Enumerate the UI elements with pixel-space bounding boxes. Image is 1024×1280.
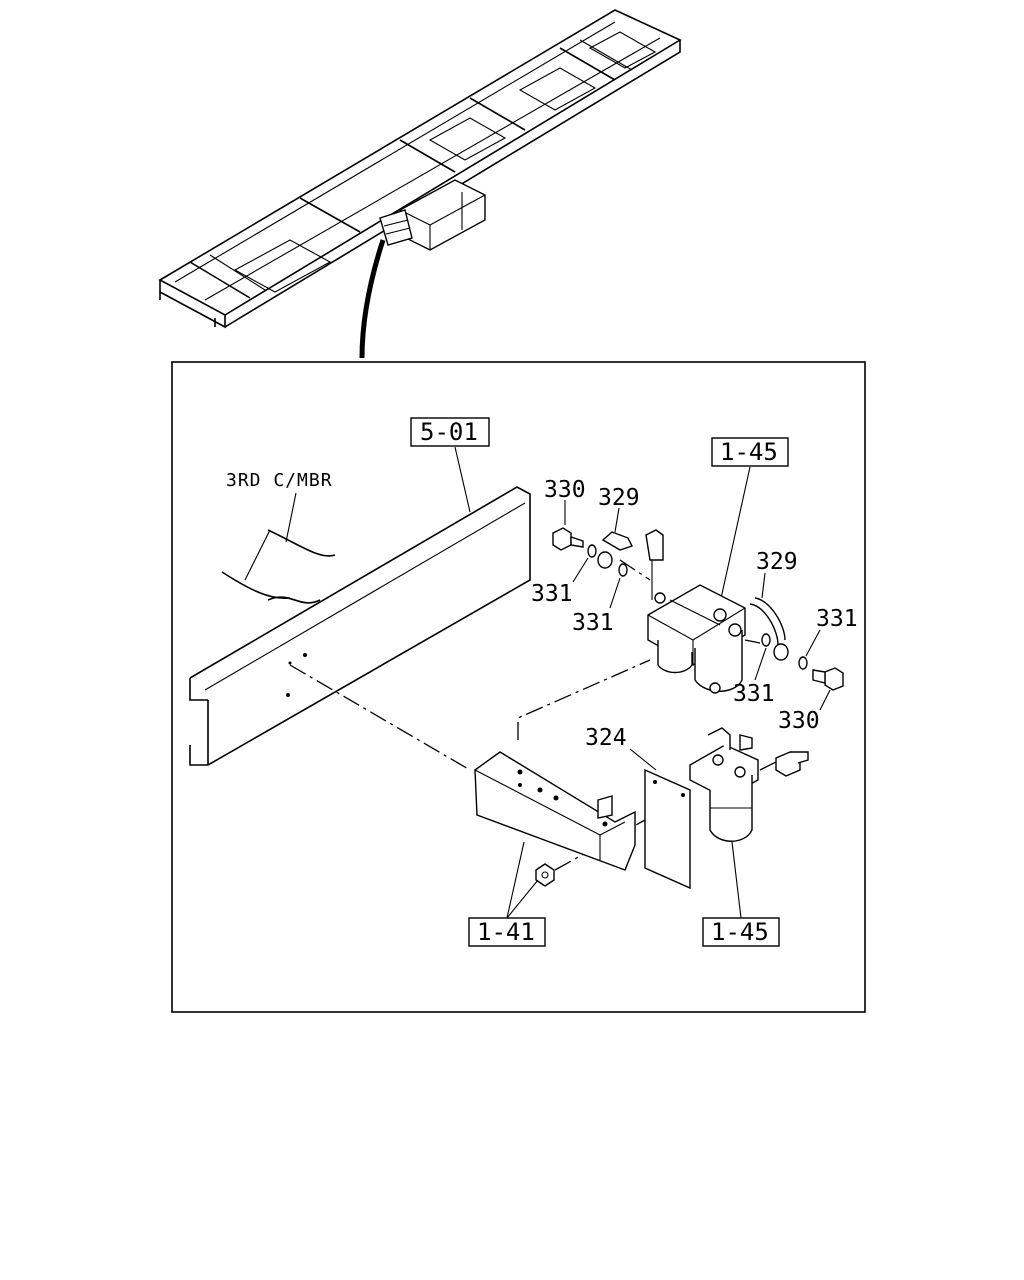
svg-text:5-01: 5-01: [420, 418, 478, 446]
callout-331-lower: 331: [733, 681, 775, 707]
callout-331-right: 331: [816, 606, 858, 632]
ref-box-5-01: 5-01: [410, 417, 490, 447]
callout-324: 324: [585, 725, 627, 751]
fuel-filter-lower: [689, 727, 759, 842]
bolt-330-right: [812, 667, 844, 691]
detail-frame: [171, 361, 866, 1013]
washer-331-b: [618, 563, 628, 577]
fuel-filter-upper: [647, 584, 746, 694]
callout-330-right: 330: [778, 708, 820, 734]
align-line-6: [759, 759, 781, 771]
ref-box-1-45-upper: 1-45: [711, 437, 789, 467]
callout-329-top: 329: [598, 485, 640, 511]
bolt-330-left: [552, 527, 584, 551]
washer-331-c: [761, 633, 771, 647]
svg-text:1-45: 1-45: [720, 438, 778, 466]
align-line-5: [744, 639, 761, 644]
callout-330-top: 330: [544, 477, 586, 503]
callout-329-right: 329: [756, 549, 798, 575]
banjo-329-right: [749, 597, 789, 661]
washer-331-d: [798, 656, 808, 670]
ref-box-1-41: 1-41: [468, 917, 546, 947]
bolt-lower-right: [775, 751, 809, 777]
chassis-frame-overview: [158, 9, 682, 329]
plate-324: [644, 768, 691, 890]
align-line-2: [517, 659, 651, 740]
callout-331-mid: 331: [572, 610, 614, 636]
cross-member-note: 3RD C/MBR: [226, 470, 333, 491]
detail-lead-arrow: [359, 239, 386, 359]
washer-331-a: [587, 544, 597, 558]
align-line-4: [619, 559, 651, 581]
svg-text:1-45: 1-45: [711, 918, 769, 946]
banjo-329-left: [597, 531, 633, 569]
cross-member: [221, 529, 336, 604]
nut: [535, 863, 555, 887]
callout-331-left: 331: [531, 581, 573, 607]
svg-text:1-41: 1-41: [477, 918, 535, 946]
bolt-upper: [645, 529, 664, 600]
frame-side-member: [189, 486, 531, 766]
align-line-1: [289, 664, 471, 771]
filter-bracket: [474, 751, 636, 871]
ref-box-1-45-lower: 1-45: [702, 917, 780, 947]
